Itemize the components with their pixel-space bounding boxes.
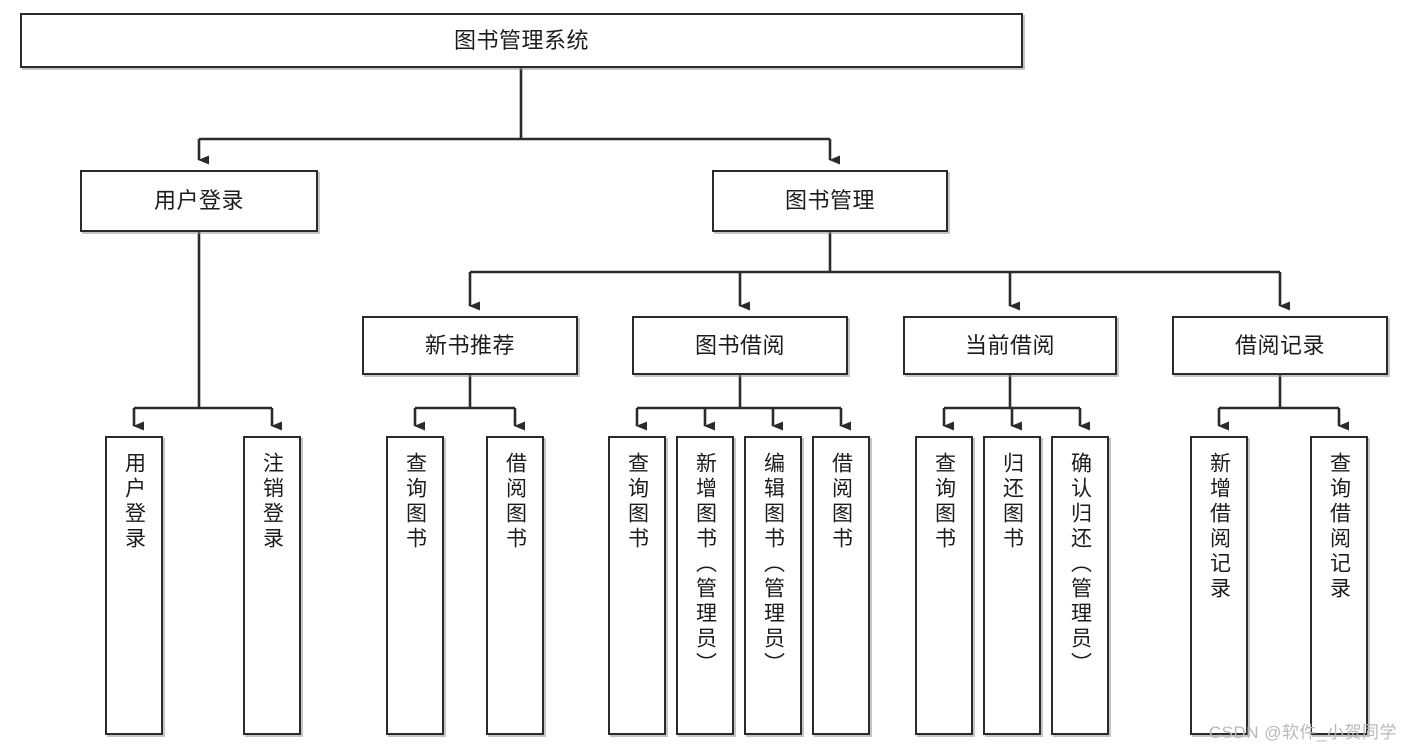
node-leaf-user-login-label: 用户登录	[122, 452, 146, 552]
node-leaf-confirm-return[interactable]: 确认归还（管理员）	[1051, 436, 1109, 735]
node-current-borrow-label: 当前借阅	[964, 332, 1055, 358]
node-leaf-borrow-book-1-label: 借阅图书	[503, 452, 527, 552]
node-borrow-record-label: 借阅记录	[1234, 332, 1325, 358]
node-leaf-confirm-return-label: 确认归还（管理员）	[1068, 452, 1092, 677]
node-borrow-record[interactable]: 借阅记录	[1172, 316, 1388, 375]
node-leaf-user-login[interactable]: 用户登录	[105, 436, 163, 735]
node-leaf-query-record[interactable]: 查询借阅记录	[1310, 436, 1368, 735]
node-leaf-query-book-1-label: 查询图书	[403, 452, 427, 552]
node-leaf-return-book[interactable]: 归还图书	[983, 436, 1041, 735]
node-leaf-borrow-book-2-label: 借阅图书	[829, 452, 853, 552]
node-new-book-recommend-label: 新书推荐	[424, 332, 515, 358]
node-leaf-query-book-2-label: 查询图书	[625, 452, 649, 552]
node-current-borrow[interactable]: 当前借阅	[903, 316, 1117, 375]
node-leaf-query-record-label: 查询借阅记录	[1327, 452, 1351, 602]
node-leaf-logout-label: 注销登录	[260, 452, 284, 552]
node-user-login-label: 用户登录	[153, 188, 244, 214]
node-book-manage-label: 图书管理	[784, 188, 875, 214]
node-leaf-return-book-label: 归还图书	[1000, 452, 1024, 552]
node-book-manage[interactable]: 图书管理	[712, 170, 948, 232]
node-leaf-add-book-label: 新增图书（管理员）	[693, 452, 717, 677]
node-leaf-add-book[interactable]: 新增图书（管理员）	[676, 436, 734, 735]
node-leaf-query-book-3-label: 查询图书	[932, 452, 956, 552]
node-leaf-query-book-2[interactable]: 查询图书	[608, 436, 666, 735]
node-leaf-add-record-label: 新增借阅记录	[1207, 452, 1231, 602]
node-book-borrow-label: 图书借阅	[694, 332, 785, 358]
node-leaf-borrow-book-1[interactable]: 借阅图书	[486, 436, 544, 735]
node-leaf-query-book-3[interactable]: 查询图书	[915, 436, 973, 735]
node-root[interactable]: 图书管理系统	[20, 13, 1023, 68]
node-new-book-recommend[interactable]: 新书推荐	[362, 316, 578, 375]
node-leaf-add-record[interactable]: 新增借阅记录	[1190, 436, 1248, 735]
node-leaf-borrow-book-2[interactable]: 借阅图书	[812, 436, 870, 735]
node-user-login[interactable]: 用户登录	[80, 170, 318, 232]
node-root-label: 图书管理系统	[453, 27, 589, 53]
node-leaf-query-book-1[interactable]: 查询图书	[386, 436, 444, 735]
node-leaf-edit-book[interactable]: 编辑图书（管理员）	[744, 436, 802, 735]
node-leaf-logout[interactable]: 注销登录	[243, 436, 301, 735]
node-book-borrow[interactable]: 图书借阅	[632, 316, 848, 375]
node-leaf-edit-book-label: 编辑图书（管理员）	[761, 452, 785, 677]
watermark-text: CSDN @软件_小贺同学	[1208, 723, 1397, 742]
